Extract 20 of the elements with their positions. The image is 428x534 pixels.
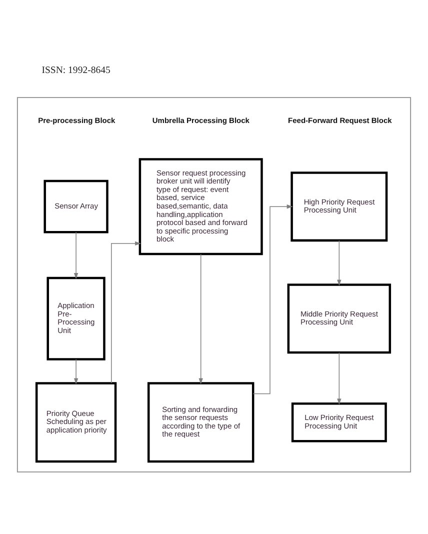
node-box: High Priority Request Processing Unit [290,171,388,242]
label: Feed-Forward Request Block [288,115,392,124]
node-box: Sensor Array [44,179,108,233]
node-box: Application Pre- Processing Unit [46,276,106,360]
node-box: Sorting and forwarding the sensor requests according to the type of the request [147,382,254,462]
arrow [337,240,342,286]
arrow [74,358,78,384]
arrow [337,352,342,404]
arrow [198,253,203,384]
arrow [252,204,293,394]
arrow [74,231,78,279]
label: ISSN: 1992-8645 [42,64,110,76]
cluster [16,96,412,472]
label: Pre-processing Block [38,115,116,124]
label: Umbrella Processing Block [152,115,250,124]
node-box: Sensor request processing broker unit will identify type of request: event based, service based,semantic, data handling,application protocol based and forward to specific processing block [138,158,263,255]
node-box: Low Priority Request Processing Unit [291,402,387,442]
arrow [111,240,142,383]
node-box: Priority Queue Scheduling as per application priority [35,382,117,462]
node-box: Middle Priority Request Processing Unit [287,283,392,354]
